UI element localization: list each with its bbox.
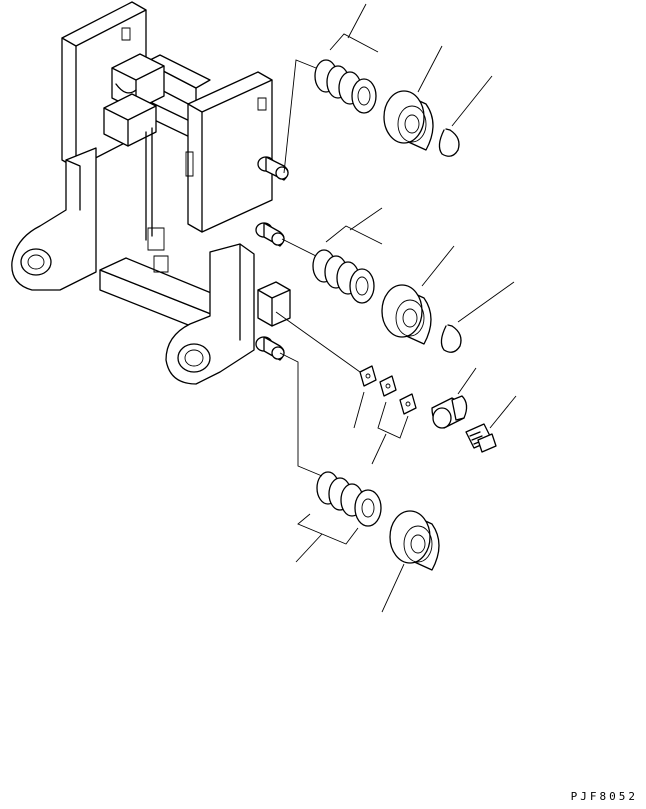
leader-snap-ring-top [452,76,492,126]
drawing-code: PJF8052 [570,790,638,803]
roller-bearing-bottom [390,511,439,570]
shim-stack-top [315,60,376,113]
leader-shim-plate [354,392,364,428]
shaft-middle [256,223,284,246]
side-bracket [258,282,290,326]
assembly-guide-lines [276,60,360,476]
snap-ring-top [439,129,459,156]
hook-bracket [104,54,164,146]
shaft-lower [256,337,284,360]
callout-leaders [296,4,516,612]
leader-roller-middle [422,246,454,286]
leader-adjusting-bolt [490,396,516,428]
roller-bearing-middle [382,285,431,344]
roller-shafts [256,157,288,360]
adjuster-block [432,396,467,428]
shim-stack-middle [313,250,374,303]
shim-plates [360,366,416,414]
shim-stack-bottom [317,472,381,526]
center-rail [146,128,152,240]
leader-shim-stack-bottom [296,514,358,562]
roller-bearing-top [384,91,433,150]
lower-left-arm [12,148,96,290]
leader-snap-ring-middle [458,282,514,322]
carriage-frame [12,2,290,384]
leader-shim-plates-pair [372,402,408,464]
shaft-upper [258,157,288,180]
right-upright-plate [186,72,272,232]
leader-shim-stack-top [330,4,378,52]
snap-ring-middle [441,325,461,352]
leader-shim-stack-middle [326,208,382,244]
leader-roller-bottom [382,564,404,612]
leader-roller-top [418,46,442,92]
lower-right-arm [166,244,254,384]
leader-adjuster-block [458,368,476,394]
adjusting-bolt [466,424,496,452]
